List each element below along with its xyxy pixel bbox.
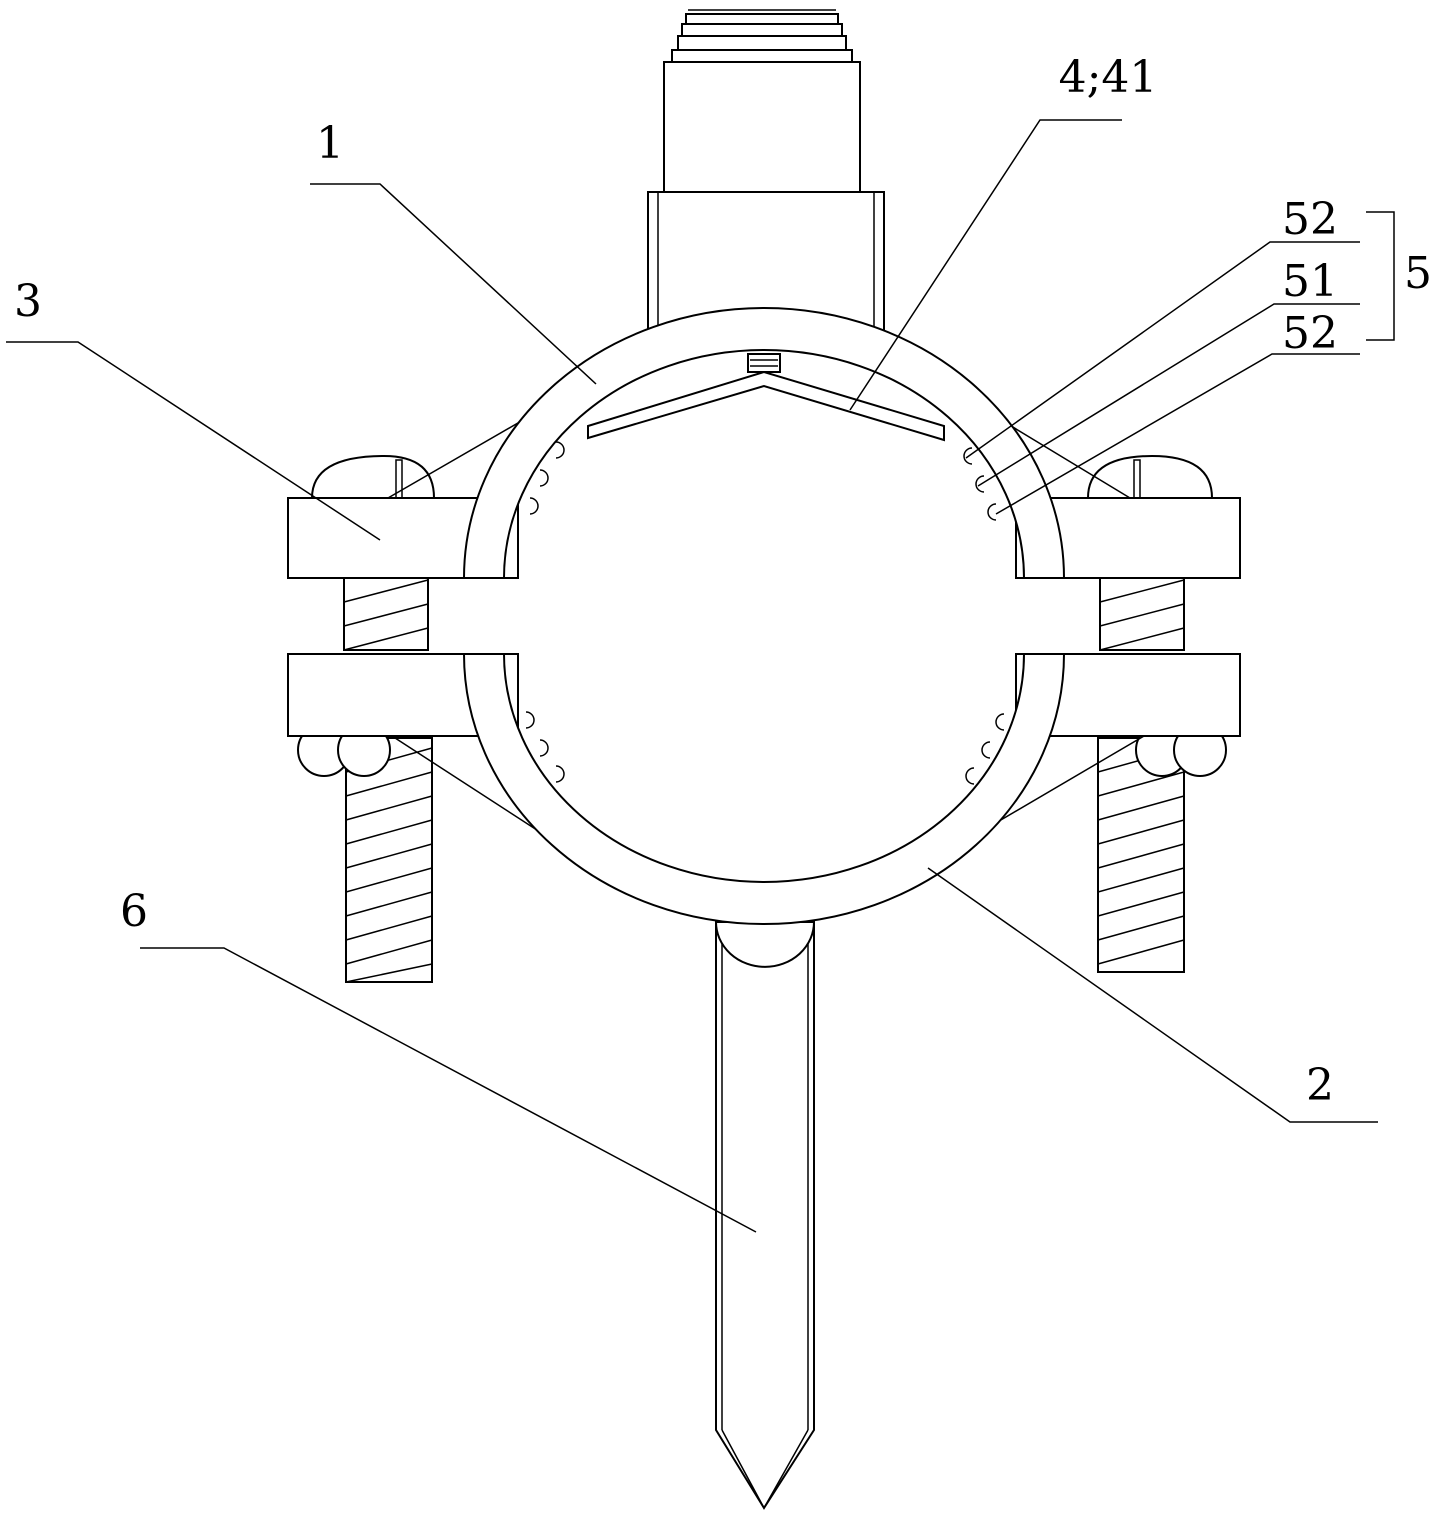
left-bolt: [343, 577, 433, 983]
label-5: 5: [1404, 248, 1432, 299]
label-51: 51: [1282, 256, 1338, 307]
label-52-top: 52: [1282, 194, 1338, 245]
label-2: 2: [1306, 1060, 1334, 1111]
label-3: 3: [14, 276, 42, 327]
clamp-ring: [462, 307, 1066, 925]
label-4-41: 4;41: [1059, 52, 1158, 103]
leader-lines: [6, 119, 1395, 1233]
top-connector: [647, 9, 885, 331]
right-bolt: [1097, 577, 1185, 973]
label-52-bottom: 52: [1282, 308, 1338, 359]
label-1: 1: [316, 118, 344, 169]
label-6: 6: [120, 886, 148, 937]
spike: [714, 917, 816, 1510]
inner-blade: [587, 353, 945, 442]
